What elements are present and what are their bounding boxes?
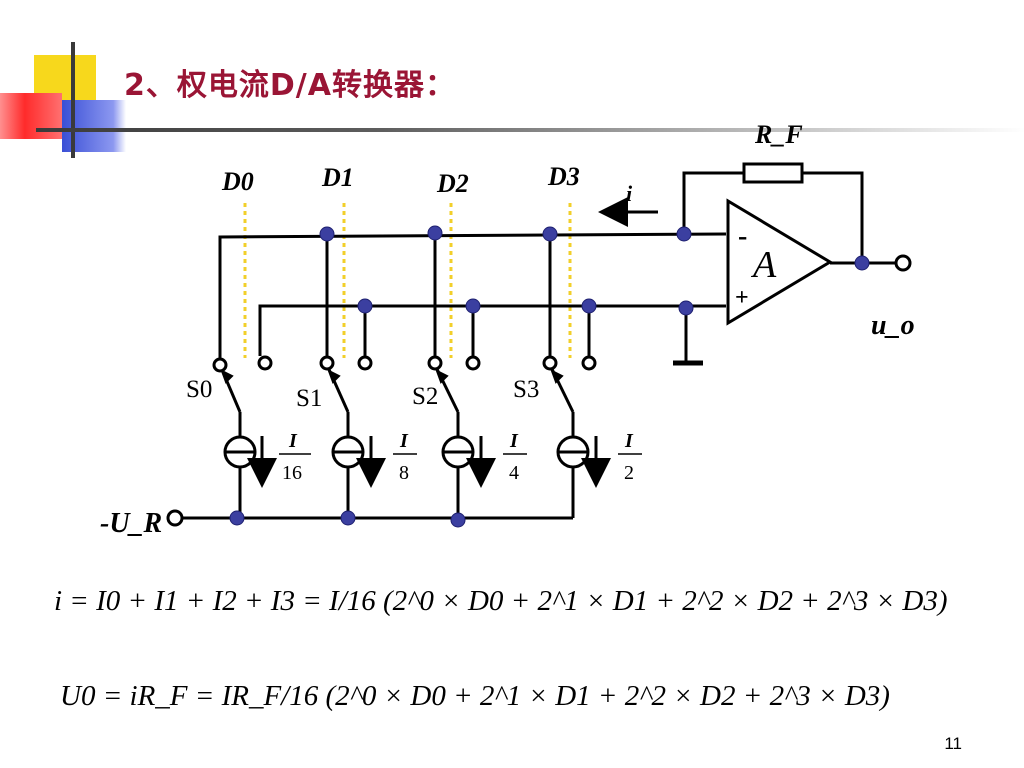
junction-nodes (229, 225, 870, 528)
source-0-denominator: 16 (282, 462, 302, 484)
source-0-numerator: I (288, 430, 298, 452)
source-3-denominator: 2 (624, 462, 634, 484)
terminal-s0-one (212, 357, 228, 373)
deco-vertical-bar (71, 42, 75, 158)
feedback-resistor (742, 162, 804, 184)
formula-current: i = I0 + I1 + I2 + I3 = I/16 (2^0 × D0 +… (54, 585, 948, 617)
terminal-s0-zero (257, 355, 273, 371)
reference-terminal (166, 509, 184, 527)
page-number: 11 (944, 734, 962, 753)
source-1-denominator: 8 (399, 462, 409, 484)
label-plus-input: + (735, 285, 749, 311)
source-2-numerator: I (509, 430, 519, 452)
node-ref-0 (229, 510, 245, 526)
output-terminal (894, 254, 912, 272)
node-ref-2 (450, 512, 466, 528)
terminal-s2-one (427, 355, 443, 371)
label-d0: D0 (221, 167, 254, 196)
label-d1: D1 (321, 163, 354, 192)
switch-s2-arrow (435, 368, 449, 384)
terminals (166, 254, 912, 527)
formula-output-voltage: U0 = iR_F = IR_F/16 (2^0 × D0 + 2^1 × D1… (60, 680, 890, 712)
wires (182, 171, 897, 520)
label-s0: S0 (186, 376, 212, 403)
node-output (854, 255, 870, 271)
node-bottom-1 (357, 298, 373, 314)
current-arrows (247, 197, 658, 488)
node-top-3 (542, 226, 558, 242)
switch-s0-arrow (220, 368, 234, 384)
node-top-1 (319, 226, 335, 242)
switch-arrows (220, 368, 564, 384)
slide-title: 2、权电流D/A转换器： (124, 68, 456, 103)
ground-bus (258, 304, 726, 356)
label-s3: S3 (513, 376, 539, 403)
label-reference: -U_R (100, 508, 162, 539)
switch-s3-arrow (550, 368, 564, 384)
op-amp-triangle (726, 198, 833, 326)
data-lines (243, 203, 572, 358)
node-bottom-3 (581, 298, 597, 314)
switch-s1-arrow (327, 368, 341, 384)
node-ref-1 (340, 510, 356, 526)
label-d2: D2 (436, 169, 469, 198)
label-d3: D3 (547, 162, 580, 191)
label-amplifier: A (750, 244, 777, 286)
source-2-denominator: 4 (509, 462, 519, 484)
label-s2: S2 (412, 383, 438, 410)
terminal-s3-zero (581, 355, 597, 371)
terminal-s1-zero (357, 355, 373, 371)
node-plus-input (678, 300, 694, 316)
label-output: u_o (871, 310, 915, 341)
title-underline (36, 128, 1024, 132)
label-current-i: i (626, 181, 633, 206)
feedback-wire-right (802, 171, 864, 263)
terminal-s2-zero (465, 355, 481, 371)
node-minus-input (676, 226, 692, 242)
node-top-2 (427, 225, 443, 241)
terminal-s1-one (319, 355, 335, 371)
label-feedback-resistor: R_F (754, 120, 803, 149)
terminal-s3-one (542, 355, 558, 371)
label-s1: S1 (296, 385, 322, 412)
source-3-numerator: I (624, 430, 634, 452)
label-minus-input: - (738, 221, 747, 252)
source-1-numerator: I (399, 430, 409, 452)
node-bottom-2 (465, 298, 481, 314)
feedback-wire-left (682, 171, 744, 234)
